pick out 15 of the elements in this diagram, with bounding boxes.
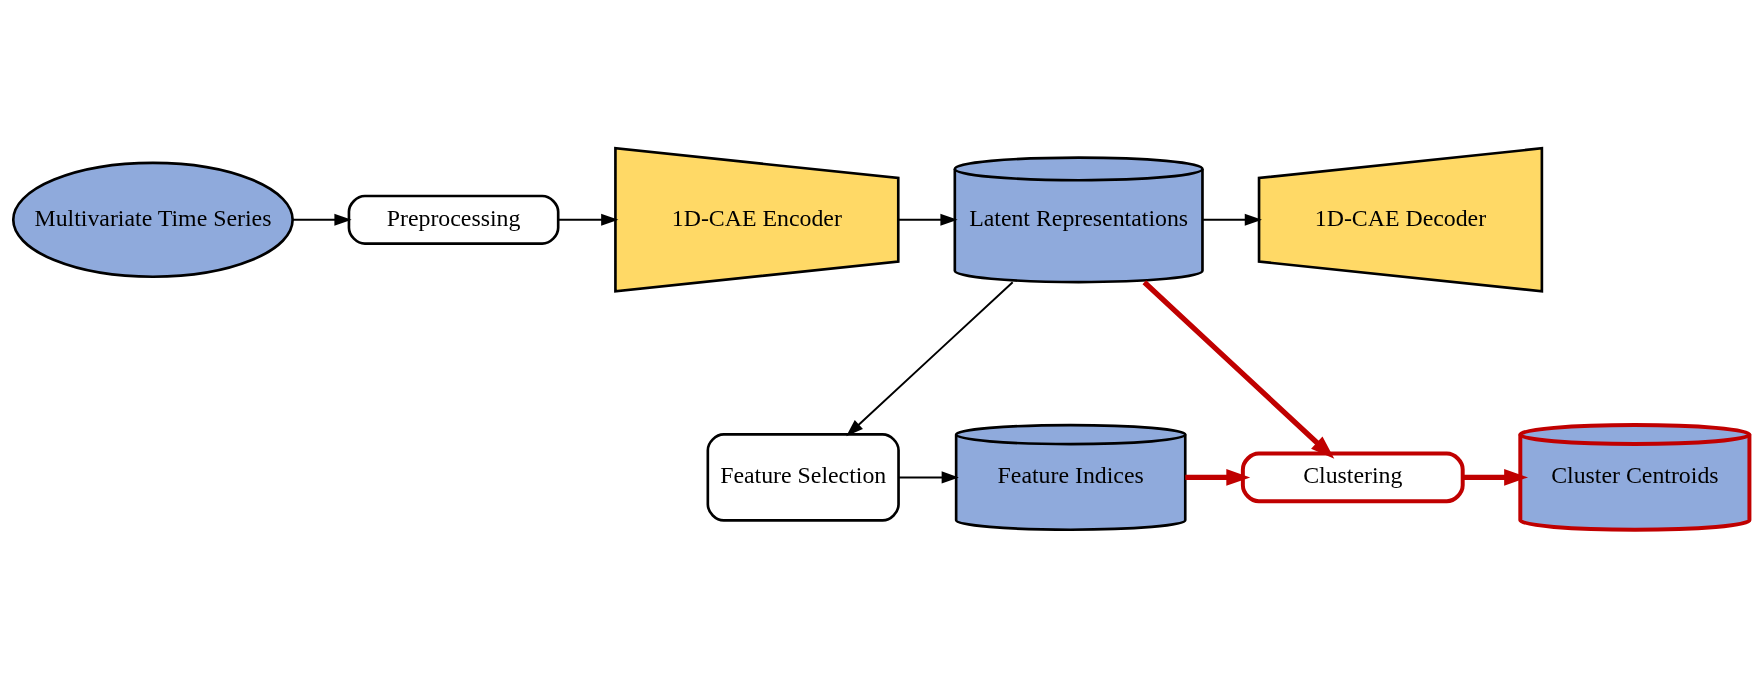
arrow (1185, 469, 1251, 486)
arrow (291, 213, 352, 226)
node-box: Preprocessing (347, 194, 560, 245)
arrow (897, 471, 959, 484)
node-box: 1D-CAE Decoder (1257, 146, 1544, 293)
arrow (897, 213, 958, 226)
arrow (1142, 280, 1335, 459)
node-box: 1D-CAE Encoder (614, 146, 900, 293)
arrow (846, 281, 1014, 437)
arrow (1202, 213, 1262, 226)
node-box: Clustering (1240, 451, 1465, 504)
node-box: Feature Selection (706, 433, 900, 522)
node-ellipse: Multivariate Time Series (11, 161, 294, 279)
arrow (557, 213, 619, 226)
arrow (1463, 469, 1529, 486)
